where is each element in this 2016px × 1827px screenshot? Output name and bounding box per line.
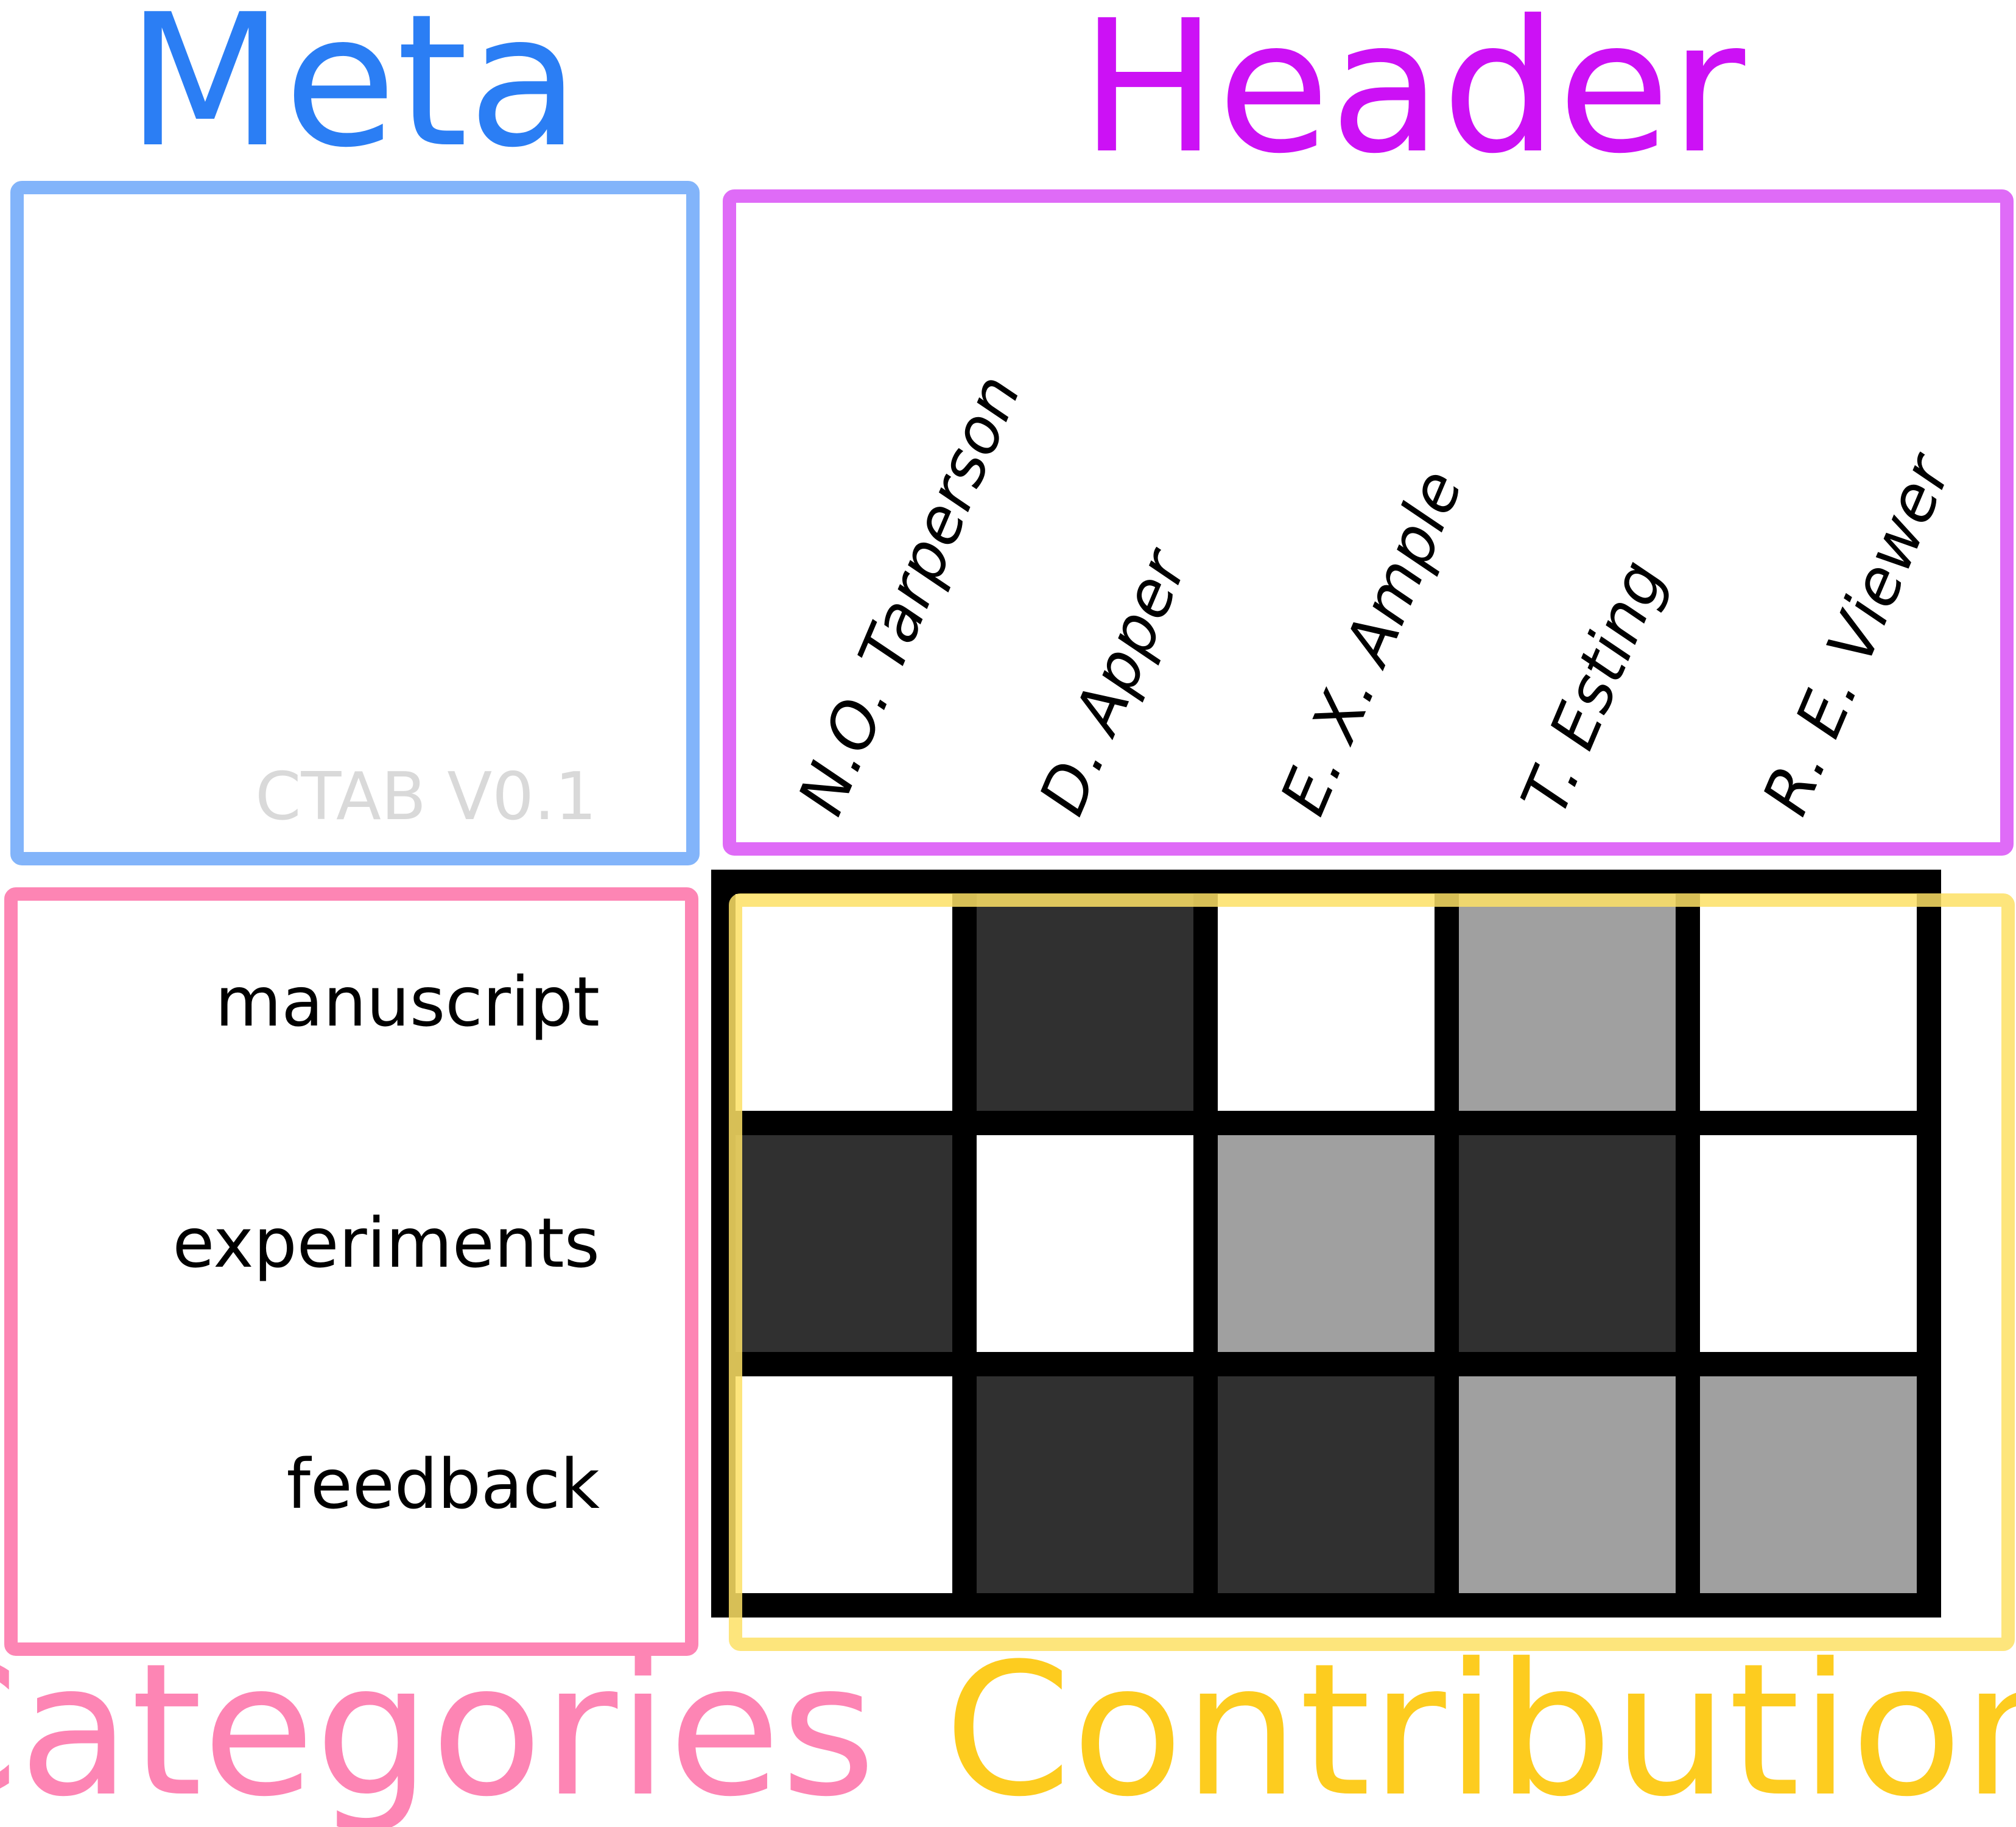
- header-name-label: R. E. Viewer: [1748, 442, 1967, 825]
- contribution-cell: [977, 1135, 1193, 1352]
- contribution-cell: [1700, 1376, 1917, 1593]
- category-label: experiments: [172, 1204, 600, 1283]
- contribution-cell: [1700, 894, 1917, 1111]
- category-label: feedback: [287, 1445, 600, 1524]
- categories-box: [4, 887, 698, 1656]
- contribution-cell: [736, 1376, 952, 1593]
- header-name-label: N.O. Tarperson: [784, 364, 1035, 825]
- contribution-cell: [1459, 1135, 1676, 1352]
- category-labels: manuscript experiments feedback: [172, 963, 600, 1524]
- header-name-label: E. X. Ample: [1266, 459, 1477, 825]
- header-box: [723, 189, 2014, 856]
- contribution-cell: [1459, 894, 1676, 1111]
- ctab-version-label: CTAB V0.1: [255, 759, 597, 835]
- contribution-cell: [1218, 1376, 1435, 1593]
- contribution-grid: [711, 870, 1941, 1618]
- contribution-cell: [736, 1135, 952, 1352]
- header-name-label: D. Apper: [1025, 537, 1203, 825]
- header-name-label: T. Esting: [1507, 550, 1680, 825]
- contribution-cell: [1218, 894, 1435, 1111]
- categories-section-label: Categories: [0, 1624, 876, 1827]
- contributions-box: [729, 893, 2015, 1651]
- header-section-label: Header: [1080, 0, 1747, 194]
- category-label: manuscript: [215, 963, 600, 1042]
- meta-box: [10, 181, 700, 865]
- contribution-cell: [977, 894, 1193, 1111]
- contribution-cell: [977, 1376, 1193, 1593]
- contributions-section-label: Contributions: [944, 1624, 2016, 1827]
- meta-section-label: Meta: [127, 0, 580, 188]
- contribution-cell: [736, 894, 952, 1111]
- contribution-cell: [1218, 1135, 1435, 1352]
- contribution-cell: [1459, 1376, 1676, 1593]
- contribution-cell: [1700, 1135, 1917, 1352]
